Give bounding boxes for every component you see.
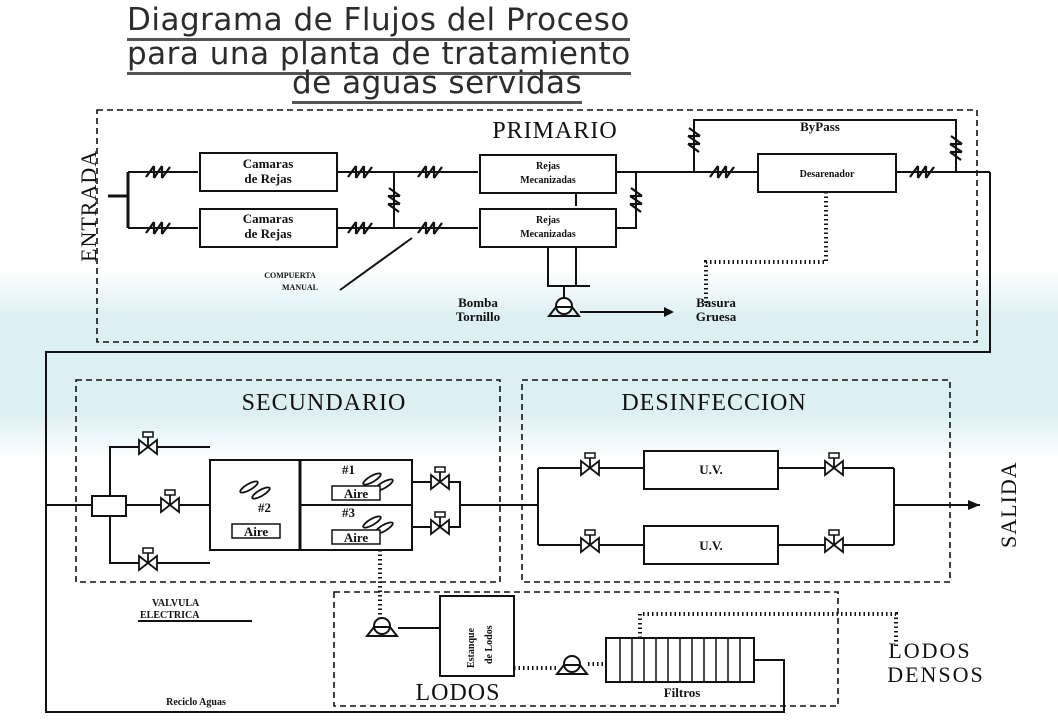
valve-desarenador-in	[708, 164, 736, 180]
primario-boundary	[96, 109, 978, 343]
bomba-line1: Bomba	[458, 295, 498, 310]
basura-arrow	[664, 307, 674, 317]
rejas-1-line2: Mecanizadas	[520, 175, 576, 186]
sec-line-top	[109, 446, 210, 496]
desinfeccion-boundary	[521, 379, 951, 583]
sec-line-bottom	[109, 516, 210, 564]
compuerta-pointer	[339, 237, 413, 291]
filtros-label: Filtros	[664, 685, 701, 700]
valve-uv-1-out	[824, 452, 844, 476]
title-line-2: para una planta de tratamiento	[127, 37, 631, 75]
desinfeccion-label: DESINFECCION	[621, 390, 806, 416]
uv-1-label: U.V.	[699, 462, 723, 477]
valve-uv-2-in	[580, 529, 600, 553]
rejas-outlet	[616, 171, 637, 229]
grit-line	[704, 192, 828, 305]
espesador-line1: Estanque	[466, 627, 477, 668]
secundario-label: SECUNDARIO	[242, 390, 407, 416]
basura-line2: Gruesa	[696, 309, 737, 324]
espesador-line2: de Lodos	[484, 625, 495, 664]
valve-a3	[416, 164, 444, 180]
rejas-mecanizadas-box-1	[479, 154, 617, 194]
reciclo-pipe	[45, 505, 785, 713]
primario-label: PRIMARIO	[492, 118, 617, 144]
compuerta-line1: COMPUERTA	[264, 271, 316, 280]
filter-pump	[556, 655, 588, 675]
tank-3-label: #3	[342, 505, 356, 520]
uv-box-1	[643, 450, 779, 490]
primario-to-secundario-pipe	[45, 172, 991, 506]
densos-line1: LODOS	[888, 638, 971, 663]
camaras-1-line2: de Rejas	[244, 171, 291, 186]
uv-box-2	[643, 525, 779, 565]
valve-sec-top	[138, 431, 158, 455]
valve-electrica	[138, 547, 158, 571]
tank-2-label: #2	[258, 500, 271, 515]
tank-outlet	[412, 481, 461, 528]
rejas-1-line1: Rejas	[536, 161, 560, 172]
cross-valve-2	[628, 186, 644, 214]
aire-box-2	[231, 523, 281, 539]
aire-1-label: Aire	[344, 486, 369, 501]
valve-b2	[346, 220, 374, 236]
title-line-1: Diagrama de Flujos del Proceso	[127, 3, 630, 41]
filter-plates	[619, 638, 741, 682]
bypass-valve-1	[686, 126, 702, 154]
valve-sec-mid	[160, 489, 180, 513]
bypass-valve-2	[948, 134, 964, 162]
tank-1-label: #1	[342, 462, 355, 477]
screenings-line-a	[547, 247, 590, 287]
aire-2-label: Aire	[244, 524, 269, 539]
estanque-lodos-box	[439, 595, 515, 677]
desarenador-label: Desarenador	[800, 169, 855, 180]
camaras-2-line1: Camaras	[243, 211, 294, 226]
valve-desarenador-out	[908, 164, 936, 180]
valvula-line1: VALVULA	[152, 598, 200, 609]
bypass-label: ByPass	[800, 119, 840, 134]
valve-uv-1-in	[580, 452, 600, 476]
salida-label: SALIDA	[996, 461, 1021, 548]
reciclo-label: Reciclo Aguas	[166, 697, 226, 708]
bomba-line2: Tornillo	[456, 309, 500, 324]
valve-uv-2-out	[824, 529, 844, 553]
basura-line1: Basura	[696, 295, 736, 310]
lodos-boundary	[333, 591, 839, 707]
salida-arrow	[968, 500, 980, 510]
splitter-box	[91, 495, 127, 517]
rejas-2-line1: Rejas	[536, 215, 560, 226]
aire-3-label: Aire	[344, 530, 369, 545]
background-band	[0, 270, 1058, 460]
valve-tank-out-1	[430, 466, 450, 490]
valve-a1	[144, 164, 172, 180]
sludge-pump	[366, 617, 398, 637]
uv-2-label: U.V.	[699, 538, 723, 553]
rejas-2-line2: Mecanizadas	[520, 229, 576, 240]
camaras-2-line2: de Rejas	[244, 226, 291, 241]
camaras-de-rejas-box-2	[199, 208, 338, 248]
aire-box-1	[331, 485, 381, 501]
rejas-mecanizadas-box-2	[479, 208, 617, 248]
secundario-boundary	[75, 379, 501, 583]
densos-line2: DENSOS	[887, 662, 985, 687]
valve-tank-out-2	[430, 511, 450, 535]
entrada-label: ENTRADA	[76, 150, 101, 262]
cross-valve-1	[386, 186, 402, 214]
aire-box-3	[331, 529, 381, 545]
valve-b1	[144, 220, 172, 236]
compuerta-line2: MANUAL	[282, 283, 318, 292]
valve-b3	[416, 220, 444, 236]
valve-a2	[346, 164, 374, 180]
title-line-3: de aguas servidas	[292, 66, 583, 104]
bomba-tornillo-pump	[548, 297, 580, 317]
camaras-1-line1: Camaras	[243, 156, 294, 171]
valvula-line2: ELECTRICA	[140, 610, 200, 621]
bypass-pipe	[693, 119, 957, 172]
lodos-label: LODOS	[415, 680, 500, 706]
